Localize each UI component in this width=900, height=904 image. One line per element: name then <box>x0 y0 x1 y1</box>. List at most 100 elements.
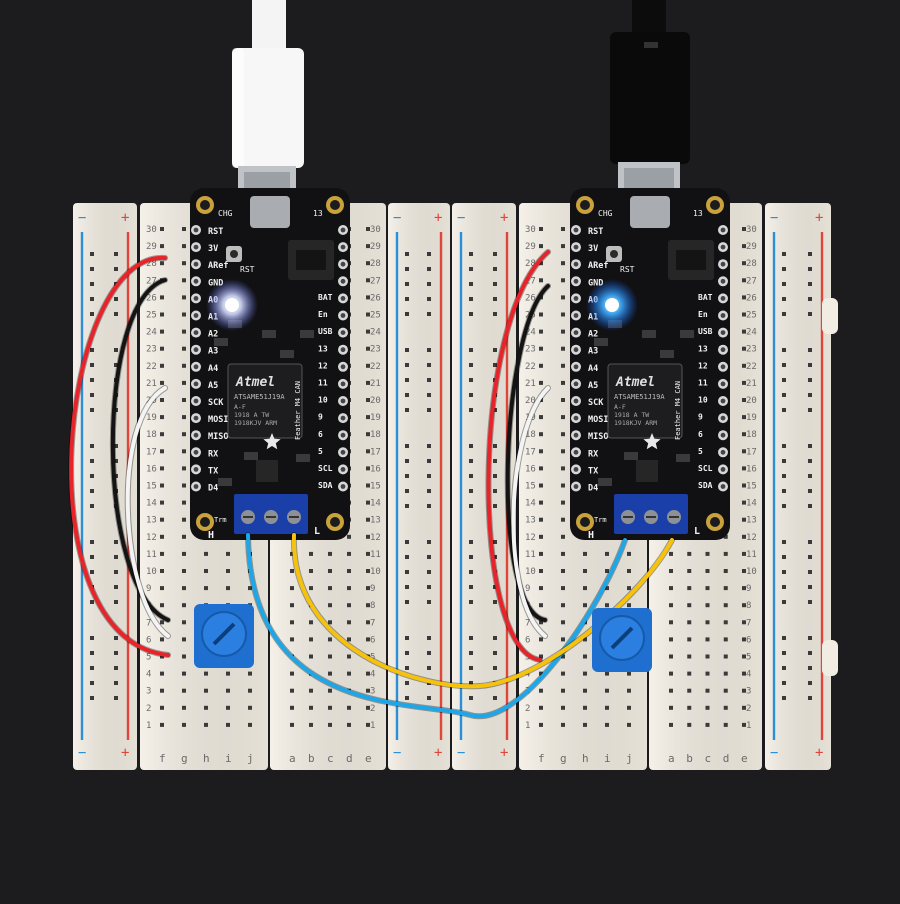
breadboard-hole <box>687 586 692 591</box>
rail-hole <box>469 540 473 544</box>
smd-component <box>676 454 690 462</box>
microcontroller-chip <box>607 363 683 439</box>
pin-label: 9 <box>318 413 323 422</box>
pin-label: SDA <box>318 481 333 490</box>
rail-hole <box>427 696 431 700</box>
breadboard-hole <box>347 705 351 710</box>
rail-hole <box>90 504 94 508</box>
row-number: 2 <box>525 704 530 714</box>
breadboard-hole <box>742 278 746 283</box>
rail-hole <box>90 696 94 700</box>
rail-hole <box>493 666 497 670</box>
breadboard-hole <box>160 517 164 522</box>
rail-hole <box>493 444 497 448</box>
breadboard-hole <box>687 722 692 727</box>
rail-hole <box>405 696 409 700</box>
rail-hole <box>469 651 473 655</box>
breadboard-hole <box>182 312 186 317</box>
rail-hole <box>90 408 94 412</box>
rail-hole <box>405 378 409 382</box>
pin-label: SCK <box>588 398 604 408</box>
rail-hole <box>427 636 431 640</box>
breadboard-hole <box>561 551 565 556</box>
rail-hole <box>808 636 812 640</box>
rail-hole <box>469 252 473 256</box>
row-number: 17 <box>746 447 757 457</box>
breadboard-hole <box>182 671 186 676</box>
breadboard-hole <box>742 551 746 556</box>
rail-plus-label: + <box>121 210 129 226</box>
row-number: 2 <box>146 704 151 714</box>
pin-label: A4 <box>588 364 598 374</box>
breadboard-hole <box>705 688 710 693</box>
breadboard-hole <box>290 620 294 625</box>
breadboard-hole <box>605 569 609 573</box>
breadboard-hole <box>366 569 370 573</box>
breadboard-hole <box>309 722 313 727</box>
breadboard-hole <box>366 415 370 420</box>
rail-hole <box>469 489 473 493</box>
rail-hole <box>90 636 94 640</box>
breadboard-hole <box>366 551 370 556</box>
row-number: 15 <box>146 482 157 492</box>
breadboard-hole <box>182 483 186 488</box>
led13-label: 13 <box>313 209 323 218</box>
breadboard-hole <box>561 688 565 693</box>
breadboard-hole <box>204 722 208 727</box>
breadboard-hole <box>248 688 252 693</box>
breadboard-hole <box>742 517 746 522</box>
breadboard-hole <box>627 586 631 591</box>
breadboard-hole <box>347 637 351 642</box>
row-number: 5 <box>370 653 375 663</box>
row-number: 17 <box>370 447 381 457</box>
usb-c-port <box>630 196 670 228</box>
rail-hole <box>405 681 409 685</box>
breadboard-hole <box>204 569 208 573</box>
pin-label: 12 <box>698 361 708 370</box>
pin-label: MISO <box>588 432 608 442</box>
breadboard-hole <box>182 346 186 351</box>
breadboard-hole <box>561 312 565 317</box>
chip-marking: 1918 A TW <box>614 411 649 419</box>
feather-m4-can-board: RST3VARefGNDA0A1A2A3A4A5SCKMOSIMISORXTXD… <box>570 188 730 541</box>
breadboard-hole <box>742 449 746 454</box>
breadboard-hole <box>742 295 746 300</box>
breadboard-hole <box>226 551 230 556</box>
breadboard-hole <box>328 671 332 676</box>
breadboard-hole <box>160 671 164 676</box>
pin-label: 13 <box>698 344 708 353</box>
rail-hole <box>469 636 473 640</box>
pin-label: D4 <box>588 484 598 494</box>
rail-hole <box>808 651 812 655</box>
breadboard-hole <box>182 722 186 727</box>
row-number: 18 <box>746 430 757 440</box>
breadboard-hole <box>366 586 370 591</box>
breadboard-hole <box>742 569 746 573</box>
rail-hole <box>469 459 473 463</box>
rail-hole <box>405 540 409 544</box>
breadboard-hole <box>687 603 692 608</box>
rail-hole <box>782 489 786 493</box>
rail-plus-label: + <box>434 745 442 761</box>
rail-hole <box>808 504 812 508</box>
breadboard-hole <box>160 654 164 659</box>
rail-hole <box>427 444 431 448</box>
breadboard-hole <box>561 380 565 385</box>
rail-hole <box>90 282 94 286</box>
usb-c-cable-icon <box>610 0 690 208</box>
rail-hole <box>90 540 94 544</box>
breadboard-hole <box>669 722 673 727</box>
row-number: 18 <box>146 430 157 440</box>
row-number: 19 <box>146 413 157 423</box>
rail-hole <box>405 363 409 367</box>
breadboard-hole <box>539 449 543 454</box>
rail-hole <box>427 297 431 301</box>
row-number: 1 <box>370 721 375 731</box>
breadboard-hole <box>723 569 728 573</box>
breadboard-hole <box>561 483 565 488</box>
breadboard-hole <box>561 295 565 300</box>
breadboard-hole <box>182 500 186 505</box>
breadboard-hole <box>539 261 543 266</box>
row-number: 5 <box>525 653 530 663</box>
column-letter: a <box>668 752 675 765</box>
